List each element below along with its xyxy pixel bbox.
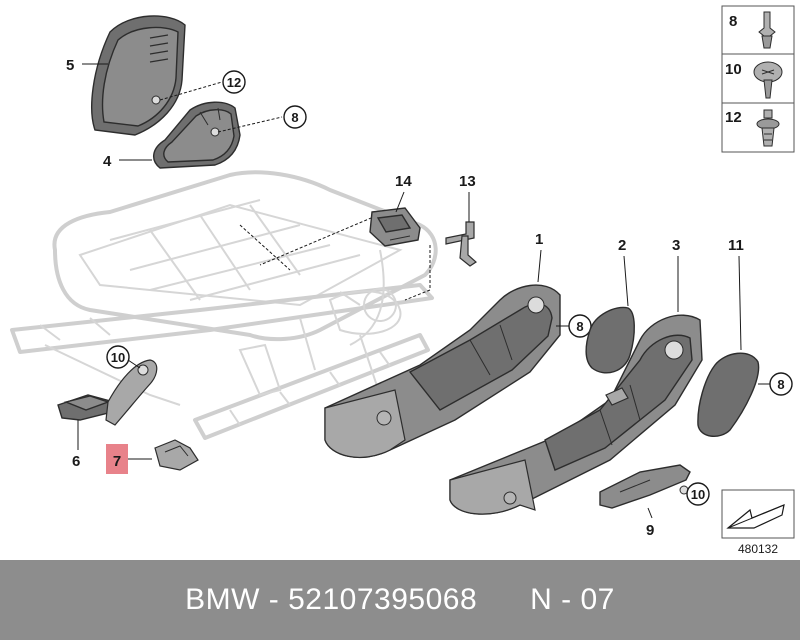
part-5-backrest-cover: [91, 15, 186, 136]
callout-14: 14: [395, 173, 412, 190]
part-3-side-trim: [449, 314, 703, 515]
seat-frame-ghost: [10, 170, 438, 440]
clip-12-icon: [756, 109, 780, 147]
circled-8-top: 8: [283, 105, 307, 129]
callout-7: 7: [113, 453, 121, 470]
diagram-id: 480132: [738, 542, 778, 556]
callout-2: 2: [618, 237, 626, 254]
rivet-8-icon: [758, 11, 776, 49]
part-9-handle: [599, 464, 691, 509]
parts-diagram: 5 4 12 8 14 13 1: [10, 5, 795, 556]
part-11-cover-cap: [697, 352, 760, 437]
part-4-cover-panel: [153, 101, 241, 169]
callout-1: 1: [535, 231, 543, 248]
svg-text:8: 8: [777, 377, 784, 392]
svg-text:8: 8: [291, 110, 298, 125]
callout-13: 13: [459, 173, 476, 190]
legend-label-8: 8: [729, 13, 737, 30]
circled-12: 12: [222, 70, 246, 94]
callout-5: 5: [66, 57, 74, 74]
legend-label-12: 12: [725, 109, 742, 126]
part-6-lever: [57, 359, 158, 426]
circled-10-right: 10: [686, 482, 710, 506]
footer-bar: BMW - 52107395068 N - 07: [0, 560, 800, 640]
callout-9: 9: [646, 522, 654, 539]
svg-text:12: 12: [227, 75, 241, 90]
screw-10-icon: [753, 61, 783, 99]
callout-4: 4: [103, 153, 112, 170]
callout-11: 11: [728, 237, 744, 254]
svg-text:10: 10: [111, 350, 125, 365]
legend-label-10: 10: [725, 61, 742, 78]
circled-8-right: 8: [769, 372, 793, 396]
part-14-switch-module: [369, 207, 421, 247]
callout-6: 6: [72, 453, 80, 470]
circled-8-mid: 8: [568, 314, 592, 338]
callout-3: 3: [672, 237, 680, 254]
circled-10-left: 10: [106, 345, 130, 369]
part-1-side-trim: [324, 284, 561, 459]
svg-text:8: 8: [576, 319, 583, 334]
part-13-bracket: [445, 221, 477, 267]
fastener-legend: 8 10 12: [721, 5, 795, 153]
footer-part-number: BMW - 52107395068 N - 07: [185, 583, 615, 616]
highlight-7: [106, 444, 128, 474]
part-2-cover-cap: [585, 306, 635, 374]
svg-text:10: 10: [691, 487, 705, 502]
part-7-clip: [154, 439, 199, 471]
diagram-id-box: 480132: [721, 489, 795, 556]
